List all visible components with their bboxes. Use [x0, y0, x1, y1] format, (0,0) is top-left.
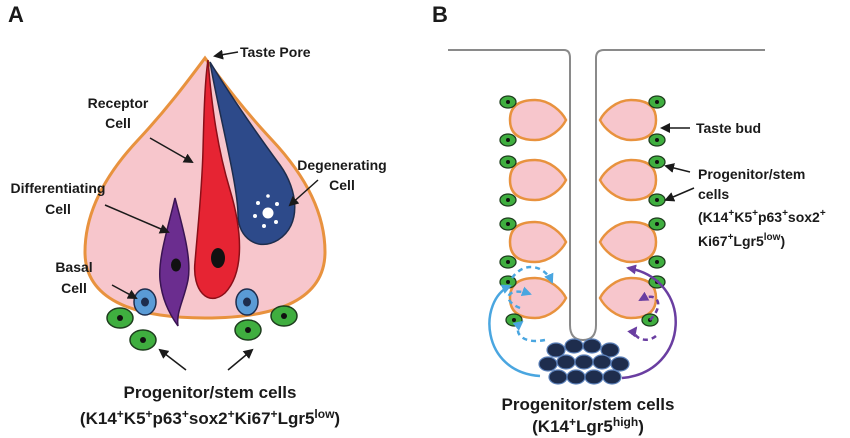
progenitor-cell [234, 319, 262, 341]
progenitor-cell [106, 307, 134, 329]
taste-buds-right [598, 98, 658, 320]
panel-a: A [8, 2, 387, 428]
panel-b: B [432, 2, 826, 436]
marker-superscript: + [228, 407, 235, 421]
marker-superscript: + [820, 208, 826, 219]
label-differentiating-line1: Differentiating [11, 180, 106, 196]
caption-a-markers: (K14+​K5+​p63+​sox2+​Ki67+​Lgr5low​) [80, 407, 340, 428]
progenitor-nuclei-b [506, 100, 659, 322]
marker-superscript: high [613, 415, 638, 429]
marker-gene: K5 [734, 209, 752, 225]
marker-gene: (K14 [80, 409, 117, 428]
label-differentiating-line2: Cell [45, 201, 71, 217]
marker-gene: Lgr5 [278, 409, 315, 428]
label-receptor-line2: Cell [105, 115, 131, 131]
label-taste-pore: Taste Pore [240, 44, 311, 60]
label-markers-line2: Ki67+​Lgr5low​) [698, 232, 785, 249]
marker-superscript: + [146, 407, 153, 421]
purple-lineage-arrows [621, 264, 677, 380]
marker-superscript: + [782, 208, 788, 219]
panel-b-letter: B [432, 2, 448, 27]
marker-gene: Ki67 [698, 233, 728, 249]
marker-superscript: + [117, 407, 124, 421]
marker-superscript: + [182, 407, 189, 421]
marker-gene: p63 [153, 409, 182, 428]
label-basal-line2: Cell [61, 280, 87, 296]
label-receptor-line1: Receptor [88, 95, 149, 111]
marker-superscript: + [728, 232, 734, 243]
label-markers-line1: (K14+​K5+​p63+​sox2+​ [698, 208, 826, 225]
label-taste-bud: Taste bud [696, 120, 761, 136]
label-degenerating-line2: Cell [329, 177, 355, 193]
progenitor-cell [270, 305, 298, 327]
marker-superscript: + [271, 407, 278, 421]
caption-a-title: Progenitor/stem cells [124, 383, 297, 402]
progenitor-cell [129, 329, 157, 351]
trench-outline [448, 49, 765, 342]
marker-gene: Ki67 [235, 409, 271, 428]
differentiating-nucleus [171, 258, 181, 272]
marker-gene: p63 [758, 209, 782, 225]
label-degenerating-line1: Degenerating [297, 157, 386, 173]
panel-a-letter: A [8, 2, 24, 27]
degenerating-vesicles [253, 194, 279, 228]
label-arrows-b [660, 123, 695, 202]
marker-gene: (K14 [532, 417, 569, 436]
marker-gene: sox2 [189, 409, 228, 428]
marker-gene: sox2 [788, 209, 820, 225]
marker-gene: ) [780, 233, 785, 249]
receptor-nucleus [211, 248, 225, 268]
marker-gene: K5 [124, 409, 146, 428]
marker-gene: Lgr5 [576, 417, 613, 436]
marker-gene: ) [638, 417, 644, 436]
marker-gene: Lgr5 [733, 233, 764, 249]
marker-superscript: low [764, 232, 781, 243]
marker-superscript: + [752, 208, 758, 219]
caption-b-title: Progenitor/stem cells [502, 395, 675, 414]
taste-buds-left [508, 98, 568, 320]
marker-gene: ) [334, 409, 340, 428]
label-progenitor-line2: cells [698, 186, 729, 202]
basal-cell-right [235, 288, 259, 316]
receptor-cell [193, 59, 241, 300]
stem-cell-cluster [538, 338, 630, 385]
marker-superscript: + [728, 208, 734, 219]
marker-superscript: + [569, 415, 576, 429]
label-progenitor-line1: Progenitor/stem [698, 166, 805, 182]
blue-lineage-arrows [488, 265, 554, 378]
label-arrows-a [104, 49, 319, 371]
caption-b-markers: (K14+​Lgr5high​) [532, 415, 644, 436]
marker-superscript: low [314, 407, 335, 421]
degenerating-cell [209, 61, 296, 246]
label-basal-line1: Basal [55, 259, 92, 275]
basal-cell-left [133, 288, 157, 316]
marker-gene: (K14 [698, 209, 729, 225]
progenitor-cells-a [106, 305, 298, 351]
